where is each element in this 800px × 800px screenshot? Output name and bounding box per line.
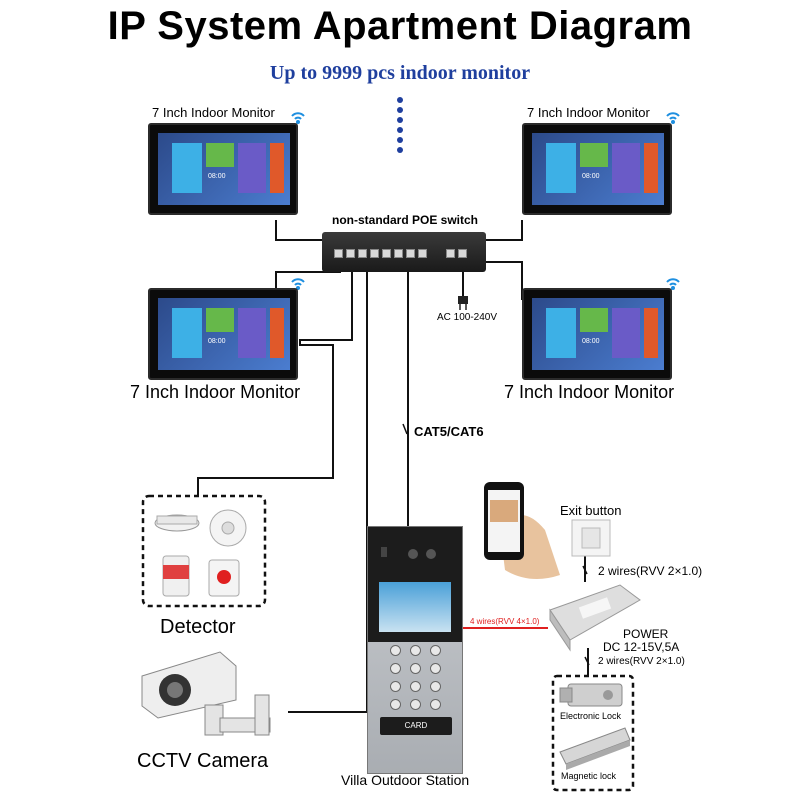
wifi-icons — [291, 112, 680, 290]
label-top-right-monitor: 7 Inch Indoor Monitor — [527, 105, 650, 120]
smartphone-icon — [484, 482, 560, 579]
cctv-camera-icon — [141, 651, 271, 736]
more-monitors-dots — [397, 97, 403, 153]
wire-camera — [288, 272, 368, 713]
power-supply-icon — [549, 584, 641, 652]
lock-box — [551, 674, 635, 792]
wire-mid-right-monitor — [480, 261, 523, 300]
siren-icon — [162, 555, 190, 597]
camera-label: CCTV Camera — [137, 750, 269, 772]
wire-label-power-lock: 2 wires(RVV 2×1.0) — [598, 656, 685, 667]
poe-switch — [322, 232, 486, 272]
indoor-monitor-mid-right: 08:00 — [522, 288, 672, 380]
detector-label: Detector — [160, 616, 236, 638]
pir-sensor-icon — [209, 509, 247, 547]
emergency-button-icon — [208, 559, 240, 597]
switch-power-label: AC 100-240V — [437, 312, 498, 323]
indoor-monitor-top-left: 08:00 — [148, 123, 298, 215]
wire-top-left-monitor — [275, 220, 322, 241]
monitor-time: 08:00 — [582, 338, 600, 345]
station-screen — [379, 582, 451, 632]
magnetic-lock-label: Magnetic lock — [561, 771, 617, 781]
wire-detector — [197, 272, 353, 496]
indoor-monitor-top-right: 08:00 — [522, 123, 672, 215]
magnetic-lock-icon — [559, 727, 631, 770]
exit-button-label: Exit button — [560, 503, 622, 518]
label-top-left-monitor: 7 Inch Indoor Monitor — [152, 105, 275, 120]
electronic-lock-label: Electronic Lock — [560, 711, 622, 721]
diagram-subtitle: Up to 9999 pcs indoor monitor — [269, 62, 531, 84]
card-reader: CARD — [380, 717, 452, 735]
cable-label: CAT5/CAT6 — [414, 424, 484, 439]
switch-label: non-standard POE switch — [332, 213, 479, 227]
plug-icon — [458, 296, 468, 310]
monitor-time: 08:00 — [208, 173, 226, 180]
power-label-line1: POWER — [623, 627, 669, 641]
detector-box — [141, 494, 267, 608]
wire-top-right-monitor — [486, 220, 523, 241]
indoor-monitor-mid-left: 08:00 — [148, 288, 298, 380]
label-mid-left-monitor: 7 Inch Indoor Monitor — [130, 382, 301, 402]
villa-outdoor-station: CARD — [367, 526, 463, 774]
monitor-time: 08:00 — [582, 173, 600, 180]
exit-button-icon — [571, 519, 611, 557]
monitor-time: 08:00 — [208, 338, 226, 345]
wire-label-exit-power: 2 wires(RVV 2×1.0) — [598, 564, 703, 578]
electronic-lock-icon — [559, 683, 623, 707]
wire-label-station-power: 4 wires(RVV 4×1.0) — [470, 617, 540, 626]
station-label: Villa Outdoor Station — [341, 772, 470, 788]
label-mid-right-monitor: 7 Inch Indoor Monitor — [504, 382, 675, 402]
diagram-title: IP System Apartment Diagram — [107, 4, 693, 48]
smoke-detector-icon — [154, 514, 200, 532]
power-label-line2: DC 12-15V,5A — [603, 640, 680, 654]
